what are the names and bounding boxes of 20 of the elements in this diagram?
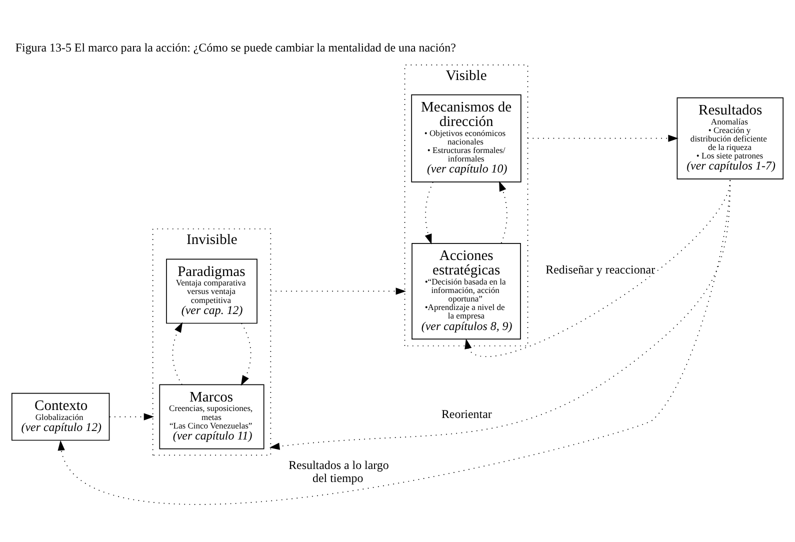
node-box: Paradigmas Ventaja comparativa versus ventaja competitiva (ver cap. 12) — [166, 258, 258, 324]
arrow — [270, 287, 406, 294]
node-box: Acciones estratégicas •“Decisión basada en la información, acción oportuna” •Aprendizaje a nivel de la empresa (ver capítulos 8, 9) — [412, 242, 521, 339]
node-box: Resultados Anomalías • Creación y distribución deficiente de la riqueza • Los siete patrones (ver capítulos 1-7) — [676, 96, 784, 179]
arrow — [240, 322, 252, 386]
arrow — [464, 179, 731, 356]
arrow — [499, 180, 508, 244]
edge-label: Reorientar — [441, 406, 492, 420]
edge-label: Rediseñar y reaccionar — [546, 262, 656, 276]
arrow — [172, 322, 183, 385]
node-box: Mecanismos de dirección • Objetivos económicos nacionales • Estructuras formales/ informales (ver capítulo 10) — [411, 94, 522, 182]
edge-label: Resultados a lo largo del tiempo — [288, 458, 389, 484]
arrow — [527, 134, 678, 142]
arrow — [269, 179, 731, 450]
diagram-title: Figura 13-5 El marco para la acción: ¿Cómo se puede cambiar la mentalidad de una nación? — [15, 40, 456, 54]
node-box: Contexto Globalización (ver capítulo 12) — [11, 392, 110, 440]
node-box: Marcos Creencias, suposiciones, metas “Las Cinco Venezuelas” (ver capítulo 11) — [159, 384, 264, 449]
arrow — [424, 181, 434, 244]
arrow — [58, 179, 731, 504]
arrow — [109, 412, 154, 420]
